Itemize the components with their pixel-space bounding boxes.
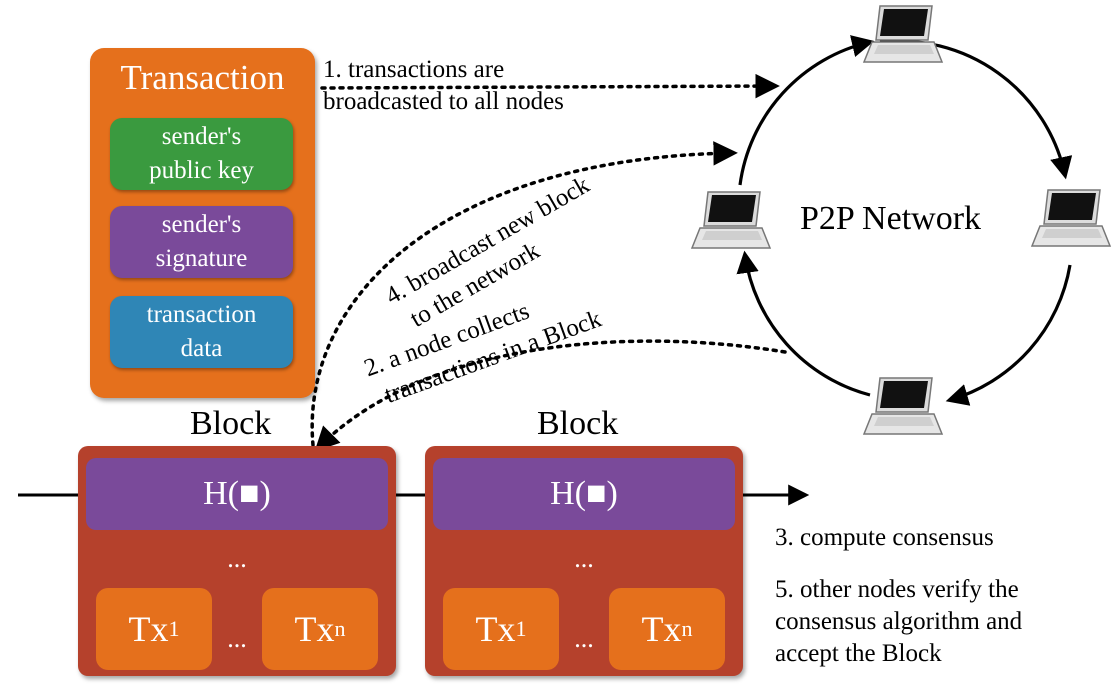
tx-last-label: Tx bbox=[641, 609, 682, 649]
p2p-network-label: P2P Network bbox=[800, 200, 982, 237]
step1-line2: broadcasted to all nodes bbox=[323, 88, 564, 115]
field-signature: sender's signature bbox=[110, 206, 293, 278]
block-label-2: Block bbox=[537, 405, 619, 442]
field-signature-line2: signature bbox=[155, 245, 248, 272]
block-hash: H(■) bbox=[86, 458, 388, 530]
step5-line3: accept the Block bbox=[775, 640, 942, 667]
arrow-step2 bbox=[314, 339, 787, 452]
step1-line1: 1. transactions are bbox=[323, 56, 505, 83]
step3-note: 3. compute consensus bbox=[775, 524, 994, 551]
ring-arc-bottom-right bbox=[945, 264, 1072, 406]
field-public-key-line1: sender's bbox=[161, 123, 242, 150]
tx-last-label: Tx bbox=[294, 609, 335, 649]
field-signature-line1: sender's bbox=[161, 211, 242, 238]
laptop-icon bbox=[690, 191, 772, 249]
ring-arc-top-left bbox=[738, 35, 875, 186]
field-transaction-data-line1: transaction bbox=[146, 301, 257, 328]
step1-note: 1. transactions are broadcasted to all n… bbox=[323, 54, 564, 118]
block-ellipsis: ... bbox=[574, 544, 594, 573]
tx-first-label: Tx bbox=[475, 609, 516, 649]
tx-last-sub: n bbox=[681, 616, 693, 641]
tx-first-label: Tx bbox=[128, 609, 169, 649]
arrow-step1 bbox=[320, 73, 780, 99]
laptop-icon bbox=[862, 377, 944, 435]
tx-first-sub: 1 bbox=[168, 616, 180, 641]
step5-line1: 5. other nodes verify the bbox=[775, 576, 1019, 603]
tx-ellipsis: ... bbox=[574, 624, 594, 653]
ring-arc-bottom-left bbox=[736, 250, 871, 397]
step5-note: 5. other nodes verify the consensus algo… bbox=[775, 574, 1022, 670]
laptop-icon bbox=[1030, 189, 1112, 247]
arrow-step4 bbox=[310, 141, 738, 447]
field-transaction-data-line2: data bbox=[180, 335, 223, 362]
step5-line2: consensus algorithm and bbox=[775, 608, 1023, 635]
transaction-card: Transaction sender's public key sender's… bbox=[90, 48, 315, 398]
field-public-key-line2: public key bbox=[149, 157, 254, 184]
transaction-title: Transaction bbox=[120, 58, 285, 97]
tx-ellipsis: ... bbox=[227, 624, 247, 653]
tx-first-sub: 1 bbox=[515, 616, 527, 641]
field-transaction-data: transaction data bbox=[110, 296, 293, 368]
laptop-icon bbox=[862, 5, 944, 63]
block-ellipsis: ... bbox=[227, 544, 247, 573]
field-public-key: sender's public key bbox=[110, 118, 293, 190]
block-hash: H(■) bbox=[433, 458, 735, 530]
block-label-1: Block bbox=[190, 405, 272, 442]
tx-last-sub: n bbox=[334, 616, 346, 641]
